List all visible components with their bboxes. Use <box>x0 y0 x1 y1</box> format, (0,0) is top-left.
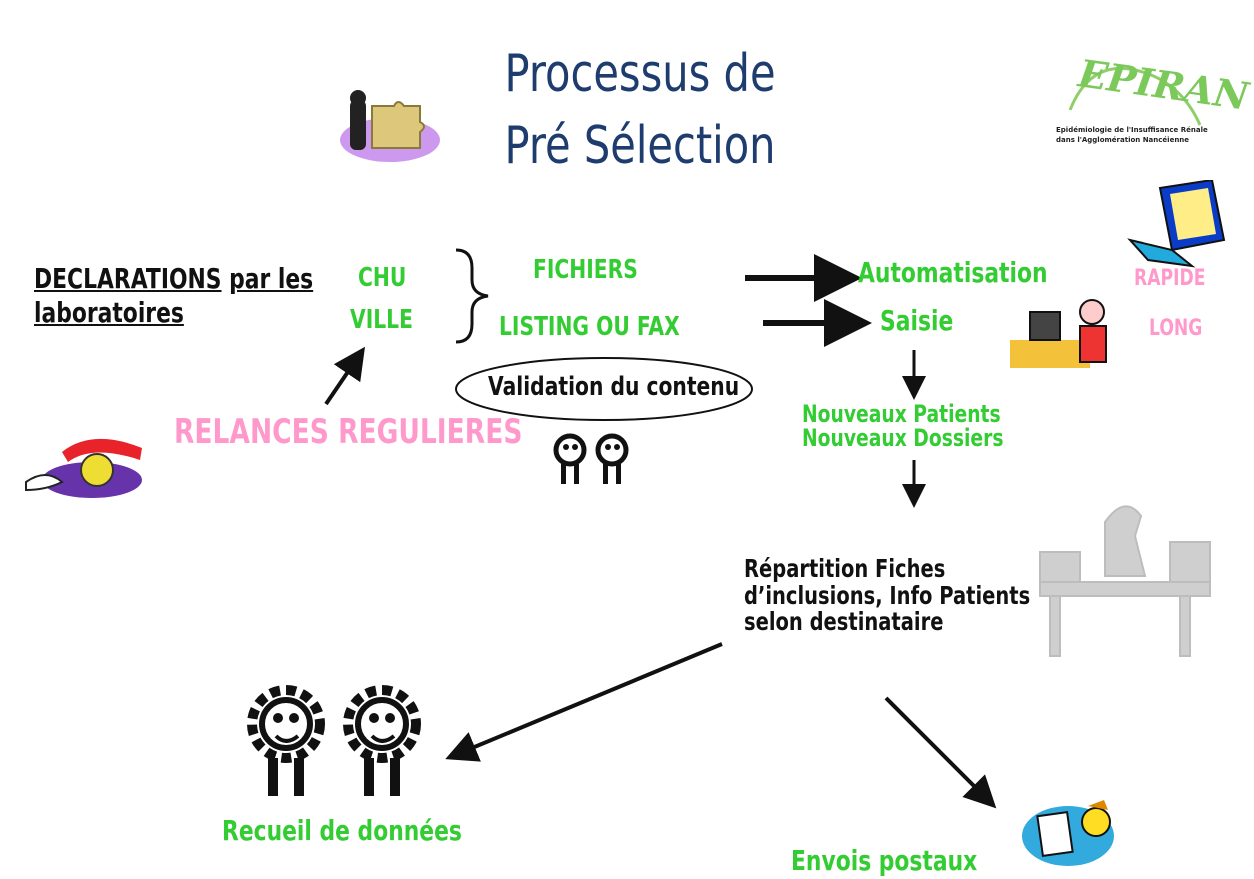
validation-label: Validation du contenu <box>488 372 740 402</box>
gears-large-icon <box>236 680 436 808</box>
repartition-line1: Répartition Fiches <box>744 554 946 583</box>
rapide-label: RAPIDE <box>1134 266 1206 291</box>
epiran-logo-subtitle1: Epidémiologie de l'Insuffisance Rénale <box>1056 126 1208 134</box>
declarations-word: DECLARATIONS <box>34 262 222 295</box>
woman-puzzle-icon <box>330 88 440 168</box>
listing-label: LISTING OU FAX <box>499 312 680 342</box>
epiran-logo-subtitle2: dans l'Agglomération Nancéienne <box>1056 136 1190 144</box>
person-computer-icon <box>1010 290 1120 380</box>
validation-ellipse <box>455 357 753 421</box>
laptop-icon <box>1120 178 1230 270</box>
long-label: LONG <box>1149 316 1203 341</box>
gears-small-icon <box>546 428 646 492</box>
nouveaux-dossiers-label: Nouveaux Dossiers <box>802 424 1004 452</box>
mail-bird-icon <box>1018 792 1128 872</box>
telephone-icon <box>22 432 152 502</box>
office-worker-icon <box>1030 492 1220 662</box>
arrow-repartition-to-envois <box>884 696 997 809</box>
nouveaux-patients-label: Nouveaux Patients <box>802 400 1001 428</box>
brace <box>455 248 489 344</box>
saisie-label: Saisie <box>880 304 954 337</box>
repartition-line2: d’inclusions, Info Patients <box>744 581 1031 610</box>
ville-label: VILLE <box>350 305 413 335</box>
chu-label: CHU <box>358 263 407 293</box>
declarations-label: DECLARATIONS par les <box>34 262 392 295</box>
page-title-line1: Processus de <box>504 44 776 104</box>
automatisation-label: Automatisation <box>858 256 1048 289</box>
arrow-repartition-to-recueil <box>445 642 723 762</box>
arrow-relances-to-chu <box>324 346 366 406</box>
envois-label: Envois postaux <box>791 844 978 877</box>
relances-label: RELANCES REGULIERES <box>174 412 523 452</box>
fichiers-label: FICHIERS <box>533 255 638 285</box>
declarations-suffix: par les <box>229 262 314 295</box>
recueil-label: Recueil de données <box>222 814 462 847</box>
epiran-logo: EPIRAN Epidémiologie de l'Insuffisance R… <box>1050 50 1251 150</box>
page-title-line2: Pré Sélection <box>504 116 776 176</box>
declarations-label-line2: laboratoires <box>34 296 184 329</box>
repartition-line3: selon destinataire <box>744 607 944 636</box>
